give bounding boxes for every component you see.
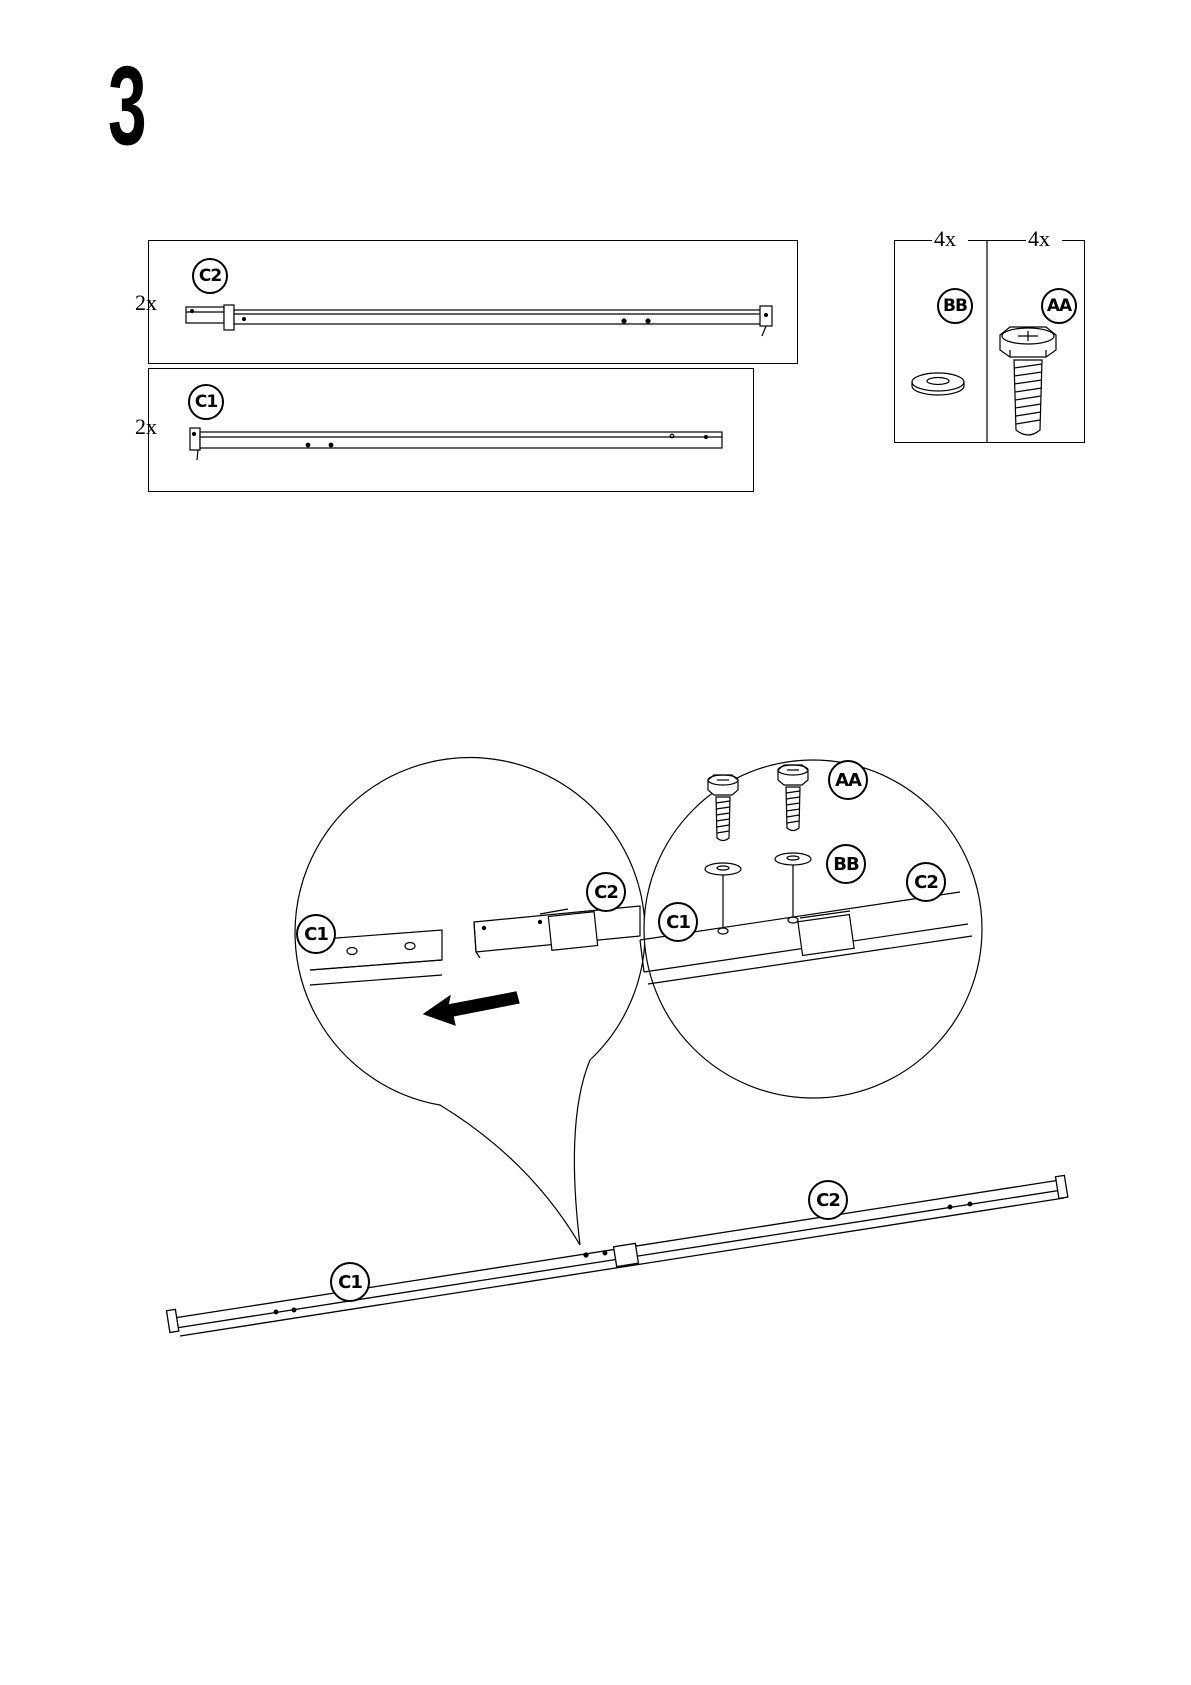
callout-aa-panel: AA: [1041, 288, 1077, 324]
callout-c1-detail-left: C1: [296, 914, 336, 954]
rail-c2-drawing: [186, 305, 772, 336]
callout-c2-detail-left: C2: [586, 872, 626, 912]
washer-drawing: [912, 373, 964, 395]
callout-bb-detail: BB: [826, 844, 866, 884]
quantity-bb: 4x: [934, 226, 956, 252]
callout-c1-panel: C1: [188, 384, 224, 420]
quantity-c1: 2x: [135, 414, 157, 440]
assembled-rail-drawing: [166, 1175, 1067, 1336]
callout-c1-detail-right: C1: [658, 902, 698, 942]
rail-c1-drawing: [190, 428, 722, 460]
bolt-drawing: [1000, 327, 1056, 435]
callout-c1-main: C1: [330, 1262, 370, 1302]
quantity-c2: 2x: [135, 290, 157, 316]
callout-c2-detail-right: C2: [906, 862, 946, 902]
callout-bb-panel: BB: [937, 288, 973, 324]
callout-aa-detail: AA: [828, 760, 868, 800]
callout-c2-panel: C2: [192, 258, 228, 294]
callout-c2-main: C2: [808, 1180, 848, 1220]
quantity-aa: 4x: [1028, 226, 1050, 252]
